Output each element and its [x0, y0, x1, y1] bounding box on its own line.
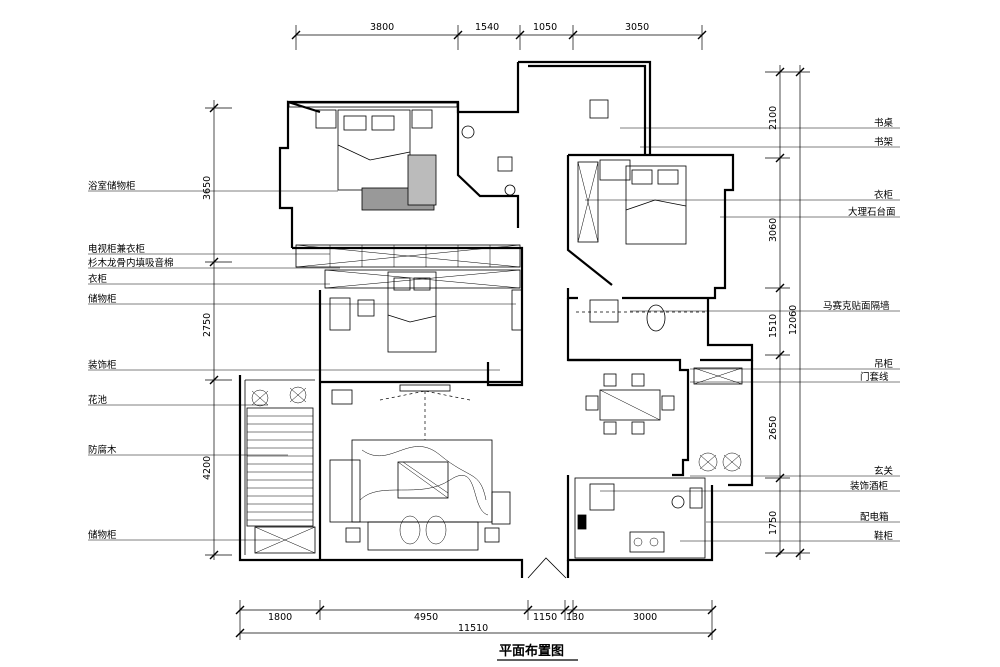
top-dimension-line: 3800 1540 1050 3050: [291, 22, 707, 50]
bottom-dim-4: 130: [566, 612, 584, 623]
wardrobe-row: [295, 244, 523, 331]
left-annotations: 浴室储物柜 电视柜兼衣柜 杉木龙骨内填吸音棉 衣柜 储物柜 装饰柜 花池 防腐木…: [88, 180, 516, 541]
label-bathroom-cabinet: 浴室储物柜: [88, 180, 136, 192]
label-planter: 花池: [88, 394, 108, 406]
entrance-door: [527, 557, 567, 579]
label-mosaic-partition: 马赛克贴面隔墙: [823, 300, 890, 312]
label-door-trim: 门套线: [860, 371, 889, 383]
master-bedroom: [315, 109, 437, 211]
living-room: [329, 384, 511, 551]
bottom-total: 11510: [458, 623, 488, 634]
left-dim-3: 4200: [202, 456, 213, 480]
bathroom-right: [576, 299, 708, 332]
plants-right: [698, 452, 742, 472]
top-dim-3: 1050: [533, 22, 557, 33]
label-wardrobe-right: 衣柜: [874, 189, 894, 201]
right-total: 12060: [788, 305, 799, 335]
label-acoustic-wall: 杉木龙骨内填吸音棉: [88, 257, 174, 269]
walls: [238, 60, 754, 578]
kitchen: [574, 477, 706, 559]
label-wardrobe-left: 衣柜: [88, 273, 108, 285]
label-desk: 书桌: [874, 117, 894, 129]
right-dim-3: 1510: [768, 314, 779, 338]
label-shoe-cabinet: 鞋柜: [874, 530, 894, 542]
top-dim-2: 1540: [475, 22, 499, 33]
right-dimension-line: 2100 3060 1510 2650 1750 12060: [765, 65, 810, 560]
bathroom-top: [461, 125, 516, 196]
top-dim-4: 3050: [625, 22, 649, 33]
left-dim-2: 2750: [202, 313, 213, 337]
left-dimension-line: 3650 2750 4200: [202, 100, 232, 560]
bottom-dimension-line: 1800 4950 1150 130 3000 11510: [235, 600, 717, 640]
label-decor-cabinet: 装饰柜: [88, 359, 117, 371]
right-dim-1: 2100: [768, 106, 779, 130]
page-title: 平面布置图: [499, 643, 564, 659]
right-annotations: 书桌 书架 衣柜 大理石台面 马赛克贴面隔墙 吊柜 门套线 玄关 装饰酒柜 配电…: [585, 117, 900, 542]
drawing-title: 平面布置图: [497, 643, 578, 661]
bottom-dim-2: 4950: [414, 612, 438, 623]
label-entryway: 玄关: [874, 465, 894, 477]
label-marble-counter: 大理石台面: [848, 206, 896, 218]
second-bedroom: [329, 271, 437, 353]
label-tv-wardrobe: 电视柜兼衣柜: [88, 243, 146, 255]
right-dim-2: 3060: [768, 218, 779, 242]
bottom-dim-1: 1800: [268, 612, 292, 623]
study-room: [577, 99, 687, 245]
right-dim-5: 1750: [768, 511, 779, 535]
label-bookshelf: 书架: [874, 137, 894, 148]
label-wood-deck: 防腐木: [88, 444, 117, 456]
bottom-dim-3: 1150: [533, 612, 557, 623]
label-storage-cabinet-1: 储物柜: [88, 293, 117, 305]
label-distribution-box: 配电箱: [860, 511, 889, 523]
right-dim-4: 2650: [768, 416, 779, 440]
label-storage-cabinet-2: 储物柜: [88, 529, 117, 541]
left-dim-1: 3650: [202, 176, 213, 200]
dining-area: [585, 367, 743, 435]
label-wine-cabinet: 装饰酒柜: [850, 480, 889, 492]
balcony: [246, 386, 316, 554]
label-wall-cabinet: 吊柜: [874, 358, 894, 370]
bottom-dim-5: 3000: [633, 612, 657, 623]
top-dim-1: 3800: [370, 22, 394, 33]
